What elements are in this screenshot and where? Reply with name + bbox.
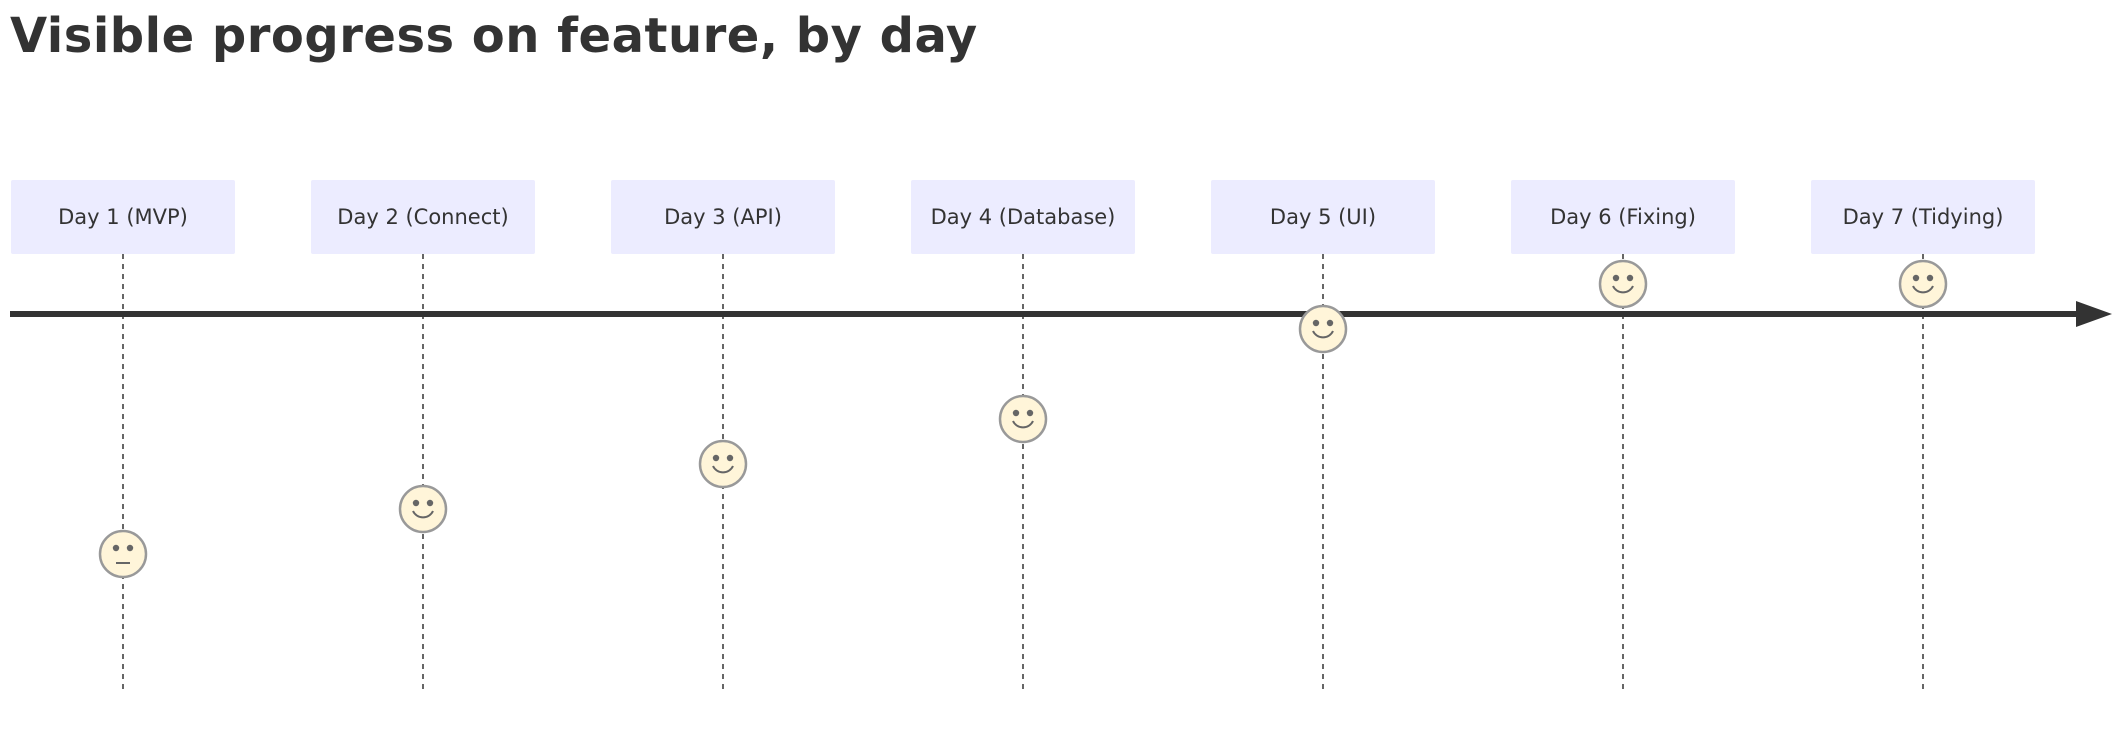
section-box-bg xyxy=(911,180,1135,254)
section-label: Day 5 (UI) xyxy=(1270,205,1376,229)
section-label: Day 7 (Tidying) xyxy=(1843,205,2004,229)
face-eye xyxy=(1626,274,1634,282)
face-eye xyxy=(1326,319,1334,327)
face-mouth xyxy=(1612,285,1634,294)
face-eye xyxy=(712,454,720,462)
section-box: Day 3 (API) xyxy=(611,180,835,254)
face-eye xyxy=(1912,274,1920,282)
face-eye xyxy=(412,499,420,507)
face-eye xyxy=(1012,409,1020,417)
section-box-bg xyxy=(611,180,835,254)
face-mouth xyxy=(1912,285,1934,294)
section-box-bg xyxy=(1211,180,1435,254)
smiley-face-icon xyxy=(1898,259,1948,309)
face-circle xyxy=(998,394,1048,444)
section-box-bg xyxy=(1511,180,1735,254)
face-eye xyxy=(1312,319,1320,327)
face-circle xyxy=(698,439,748,489)
smiley-face-icon xyxy=(698,439,748,489)
face-eye xyxy=(426,499,434,507)
section-box: Day 6 (Fixing) xyxy=(1511,180,1735,254)
section-box: Day 7 (Tidying) xyxy=(1811,180,2035,254)
face-circle xyxy=(98,529,148,579)
face-circle xyxy=(1598,259,1648,309)
lifelines-group xyxy=(122,254,1924,690)
diagram-title: Visible progress on feature, by day xyxy=(10,8,978,64)
smiley-face-icon xyxy=(998,394,1048,444)
section-label: Day 6 (Fixing) xyxy=(1550,205,1696,229)
face-eye xyxy=(1612,274,1620,282)
section-box-bg xyxy=(311,180,535,254)
smiley-face-icon xyxy=(1298,304,1348,354)
section-box: Day 2 (Connect) xyxy=(311,180,535,254)
section-label: Day 4 (Database) xyxy=(931,205,1116,229)
section-boxes-group: Day 1 (MVP) Day 2 (Connect) Day 3 (API) Day… xyxy=(11,180,2035,254)
face-mouth xyxy=(412,510,434,519)
smiley-face-icon xyxy=(1598,259,1648,309)
face-eye xyxy=(112,544,120,552)
section-label: Day 3 (API) xyxy=(664,205,782,229)
timeline-arrow-icon xyxy=(2076,301,2112,327)
neutral-face-icon xyxy=(98,529,148,579)
face-mouth xyxy=(712,465,734,474)
face-eye xyxy=(126,544,134,552)
face-mouth xyxy=(1312,330,1334,339)
section-label: Day 1 (MVP) xyxy=(58,205,188,229)
section-box-bg xyxy=(1811,180,2035,254)
smiley-face-icon xyxy=(398,484,448,534)
section-box: Day 5 (UI) xyxy=(1211,180,1435,254)
section-box: Day 1 (MVP) xyxy=(11,180,235,254)
face-eye xyxy=(1926,274,1934,282)
face-eye xyxy=(1026,409,1034,417)
face-circle xyxy=(398,484,448,534)
face-mouth xyxy=(1012,420,1034,429)
face-eye xyxy=(726,454,734,462)
faces-group xyxy=(98,259,1948,579)
face-circle xyxy=(1898,259,1948,309)
section-box-bg xyxy=(11,180,235,254)
face-circle xyxy=(1298,304,1348,354)
section-box: Day 4 (Database) xyxy=(911,180,1135,254)
section-label: Day 2 (Connect) xyxy=(337,205,508,229)
